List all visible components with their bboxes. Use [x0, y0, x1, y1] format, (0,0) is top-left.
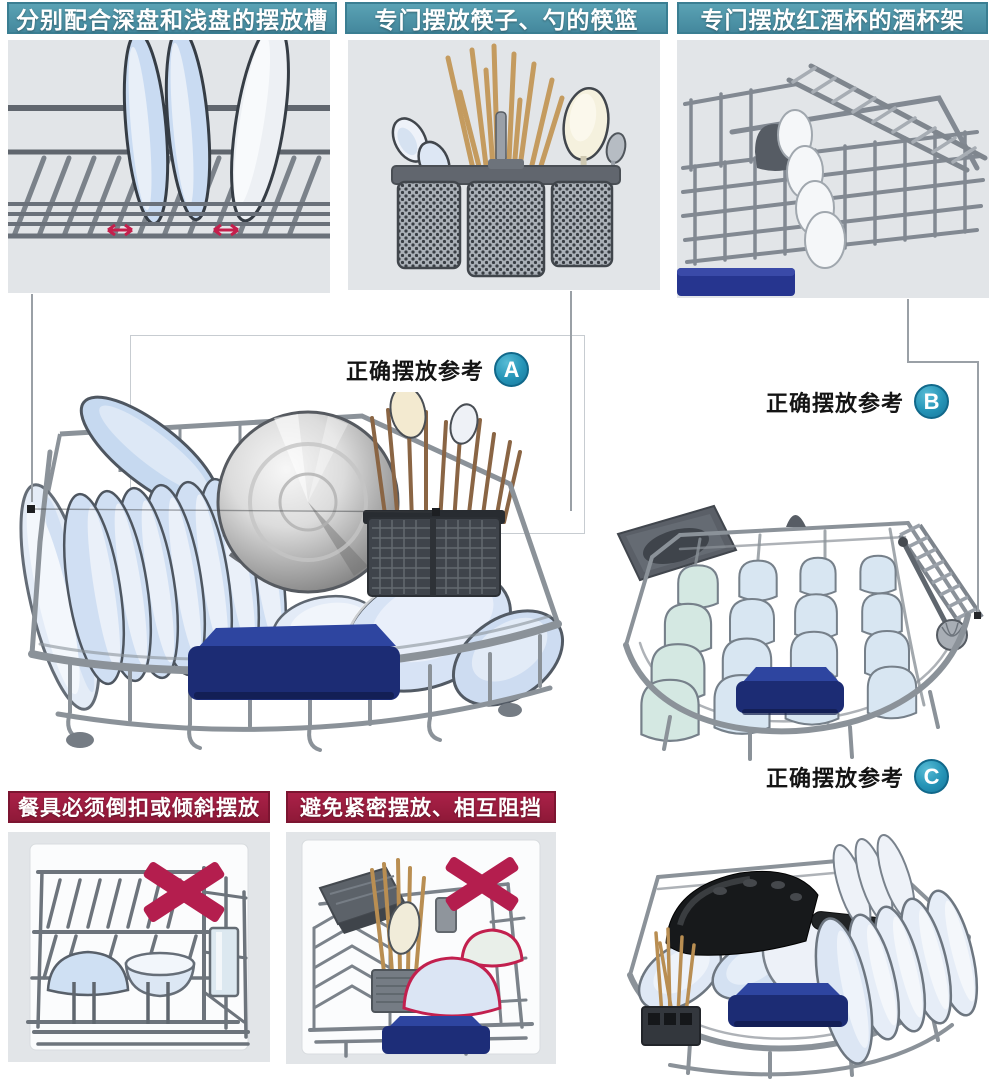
- reference-label-a: 正确摆放参考 A: [346, 352, 530, 387]
- rack-handle: [677, 268, 795, 296]
- wine-glasses: [777, 109, 846, 269]
- crowding-illustration: [301, 839, 541, 1058]
- reference-c-text: 正确摆放参考: [766, 765, 905, 791]
- blue-handle: [728, 983, 848, 1027]
- cutlery-basket-panel: [348, 40, 660, 290]
- rack-b-illustration: [616, 504, 984, 761]
- slot-spacing-arrows: [107, 223, 239, 237]
- panel-title-avoid-crowding: 避免紧密摆放、相互阻挡: [286, 791, 556, 823]
- rack-wheel: [498, 703, 522, 717]
- shallow-plate: [230, 40, 290, 223]
- cream-spoon: [389, 392, 427, 439]
- cutlery-basket-illustration: [391, 43, 627, 278]
- panel-title-must-invert: 餐具必须倒扣或倾斜摆放: [8, 791, 270, 823]
- inverted-bowl: [46, 950, 130, 997]
- plate-slots-panel: [8, 40, 330, 293]
- reference-label-b: 正确摆放参考 B: [766, 384, 950, 419]
- drip-tray: [318, 866, 410, 934]
- wrong-orientation-panel: [8, 832, 270, 1062]
- rack-a-illustration: [19, 392, 565, 752]
- badge-b-icon: B: [914, 384, 950, 419]
- deep-plate-2: [164, 40, 212, 222]
- x-mark-icon: [143, 862, 225, 922]
- wine-glass-rack-illustration: [677, 63, 988, 296]
- tines-front: [72, 982, 170, 1024]
- panel-title-cutlery-basket: 专门摆放筷子、勺的筷篮: [345, 2, 668, 34]
- plate-row-right: [814, 889, 979, 1065]
- rack-bottom-rails: [8, 202, 330, 239]
- white-spoon: [449, 403, 479, 445]
- rack-front-rim: [623, 612, 971, 761]
- blue-handle: [736, 667, 844, 715]
- crowding-panel: [286, 832, 556, 1064]
- blocked-bowl: [460, 928, 524, 968]
- chopsticks-in-basket: [641, 927, 701, 1046]
- blue-handle: [188, 624, 400, 700]
- rack-knob: [786, 515, 806, 527]
- blue-handle: [382, 1016, 490, 1054]
- drip-tray: [616, 504, 738, 582]
- rack-wheel: [66, 732, 94, 748]
- reference-b-text: 正确摆放参考: [766, 390, 905, 416]
- cutlery-basket-in-rack: [363, 392, 522, 597]
- plate-slots-illustration: [8, 40, 330, 239]
- rack-c-illustration: [627, 833, 979, 1079]
- reference-a-text: 正确摆放参考: [346, 358, 485, 384]
- rice-paddle: [562, 86, 610, 197]
- badge-a-icon: A: [494, 352, 530, 387]
- reference-label-c: 正确摆放参考 C: [766, 759, 950, 794]
- panel-title-wine-glass-rack: 专门摆放红酒杯的酒杯架: [677, 2, 988, 34]
- wrong-orientation-illustration: [26, 843, 250, 1051]
- basket-body: [391, 159, 621, 278]
- panel-title-plate-slots: 分别配合深盘和浅盘的摆放槽: [7, 2, 337, 34]
- x-mark-icon: [445, 857, 519, 911]
- upright-bowl: [124, 951, 196, 998]
- glass-shelf: [786, 63, 988, 173]
- wine-glass-rack-panel: [677, 40, 989, 298]
- badge-c-icon: C: [914, 759, 950, 794]
- peeler: [495, 111, 507, 163]
- upright-glass: [208, 926, 240, 998]
